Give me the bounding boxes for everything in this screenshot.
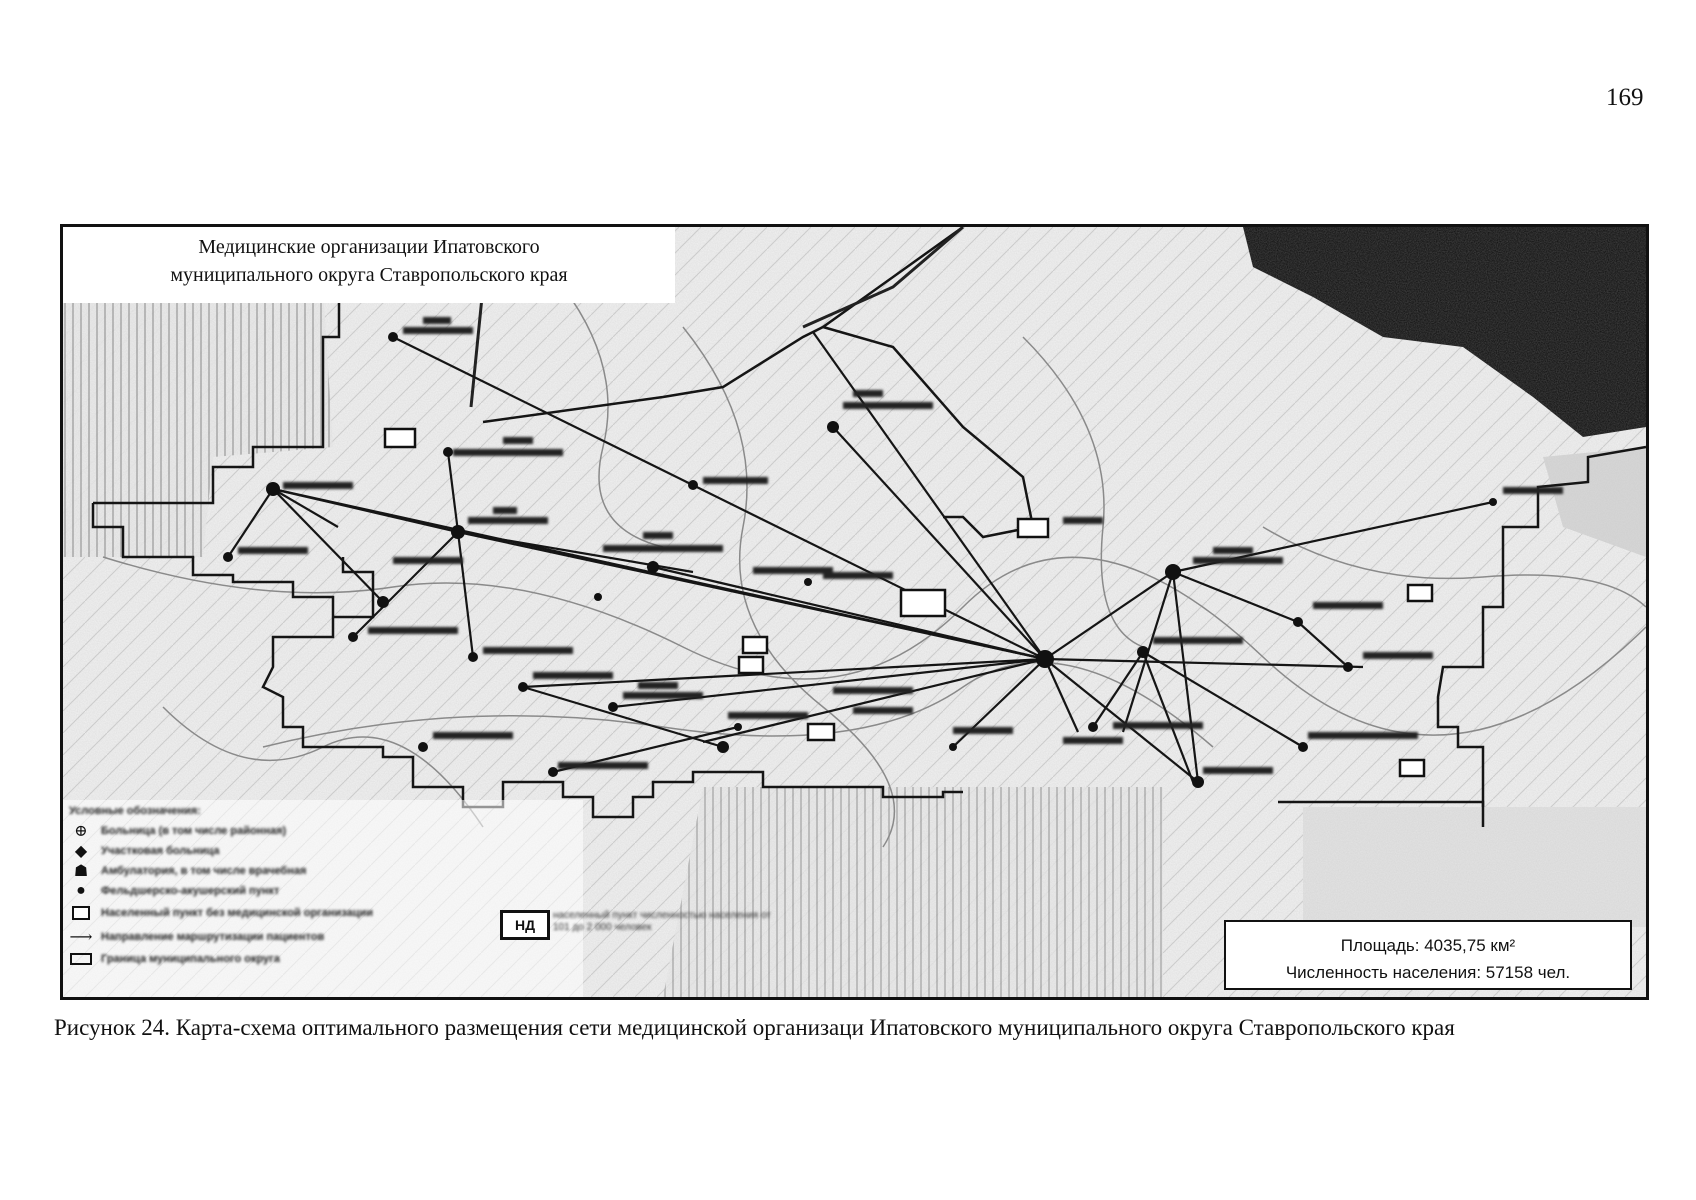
legend-item-hospital: ⊕ Больница (в том числе районная)	[69, 822, 286, 840]
map-title-line-1: Медицинские организации Ипатовского	[198, 236, 540, 258]
hospital-cross-icon: ⊕	[74, 823, 88, 840]
map-title-line-2: муниципального округа Ставропольского кр…	[170, 264, 568, 286]
rectangle-icon	[69, 951, 93, 967]
settlement-markers	[223, 332, 1497, 788]
nd-caption: населенный пункт численностью населения …	[553, 910, 771, 934]
area-stat: Площадь: 4035,75 км²	[1340, 936, 1516, 955]
legend-item-ambulatory: ☗ Амбулатория, в том числе врачебная	[69, 862, 307, 880]
nd-caption-line-2: 101 до 2 000 человек	[553, 922, 652, 933]
settlement-squares	[383, 427, 1434, 778]
diamond-icon: ◆	[74, 843, 88, 860]
settlement-labels	[238, 317, 1563, 774]
district-boundary	[91, 227, 1646, 827]
page-number: 169	[1606, 84, 1644, 111]
square-outline-icon	[69, 905, 93, 921]
house-icon: ☗	[73, 863, 89, 880]
legend-item-settlement: Населенный пункт без медицинской организ…	[69, 904, 373, 922]
district-center-marker	[1036, 650, 1054, 668]
nd-symbol: НД	[500, 910, 550, 940]
legend-item-district-hospital: ◆ Участковая больница	[69, 842, 220, 860]
population-stat: Численность населения: 57158 чел.	[1285, 963, 1571, 982]
figure-caption: Рисунок 24. Карта-схема оптимального раз…	[54, 1015, 1455, 1040]
map-legend: Условные обозначения: ⊕ Больница (в том …	[63, 800, 583, 997]
legend-item-boundary: Граница муниципального округа	[69, 950, 280, 968]
legend-item-fap: ● Фельдшерско-акушерский пункт	[69, 882, 279, 900]
fap-icon: ●	[76, 882, 86, 899]
stats-box: Площадь: 4035,75 км² Численность населен…	[1224, 920, 1632, 990]
main-roads	[469, 227, 964, 408]
map-frame: Медицинские организации Ипатовского муни…	[60, 224, 1649, 1000]
nd-caption-line-1: населенный пункт численностью населения …	[553, 910, 771, 921]
map-title: Медицинские организации Ипатовского муни…	[63, 227, 675, 303]
legend-header: Условные обозначения:	[69, 805, 201, 817]
arrow-icon: ⟶	[69, 929, 93, 946]
legend-item-routing: ⟶ Направление маршрутизации пациентов	[69, 929, 325, 946]
